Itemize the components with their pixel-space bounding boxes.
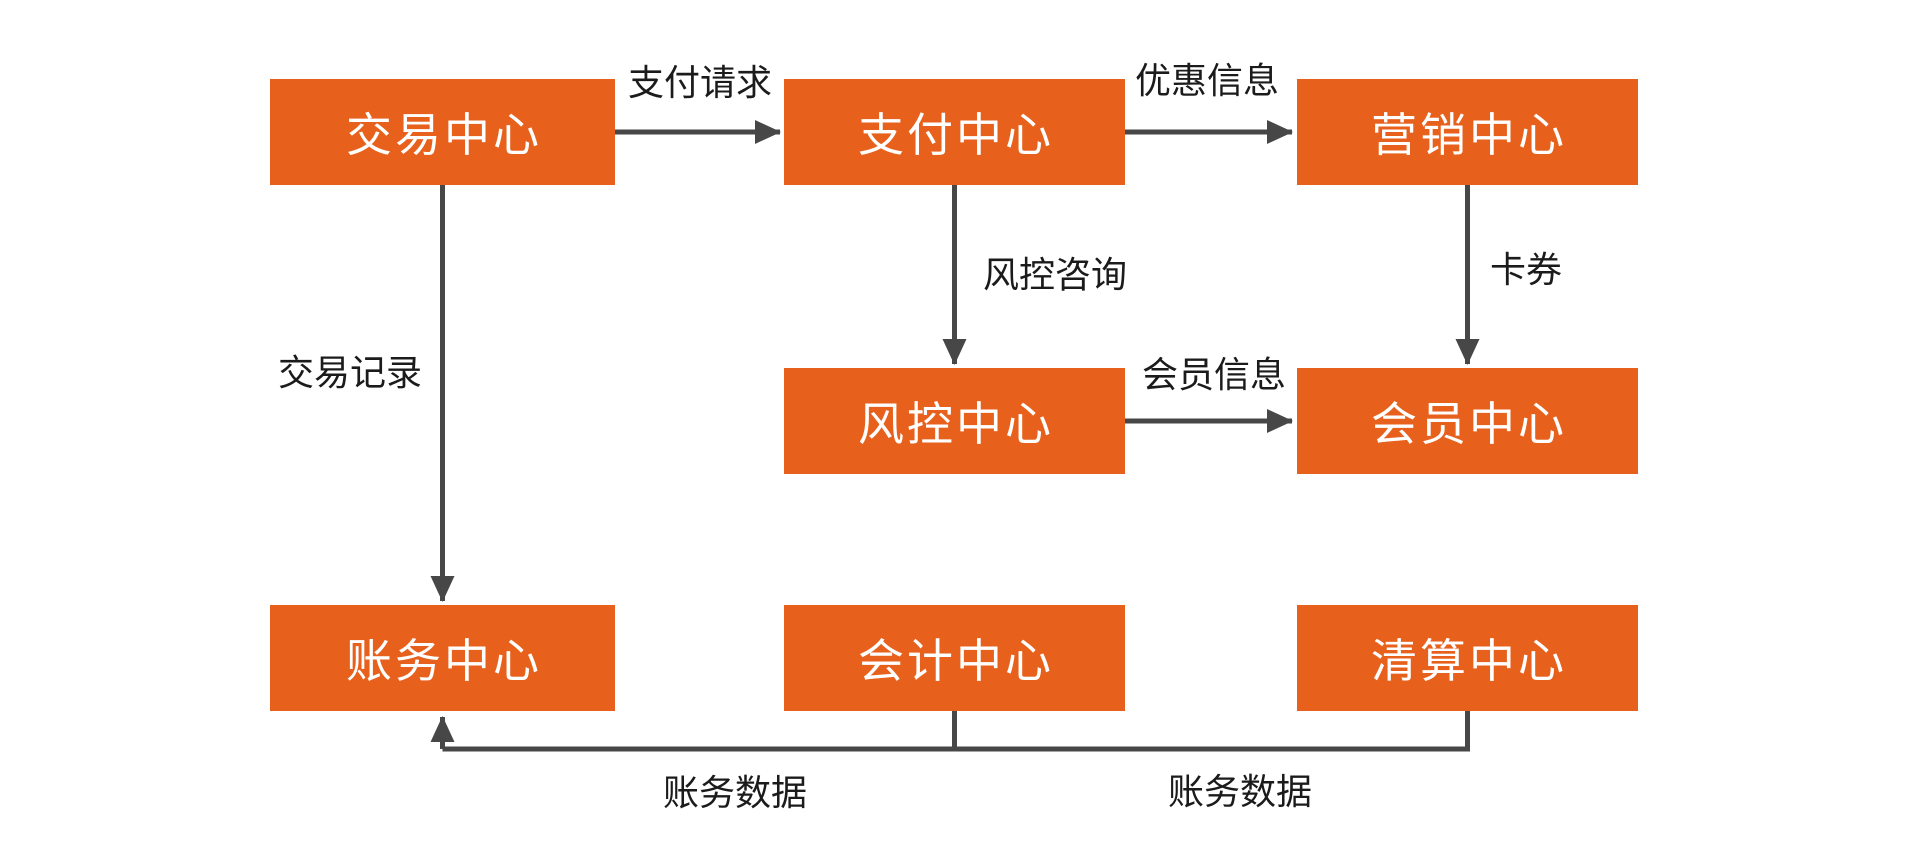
- node-member-center: 会员中心: [1297, 368, 1638, 474]
- node-marketing-center: 营销中心: [1297, 79, 1638, 185]
- node-accounting-center: 会计中心: [784, 605, 1125, 711]
- node-clearing-center: 清算中心: [1297, 605, 1638, 711]
- edge-label-risk-consult: 风控咨询: [982, 254, 1128, 295]
- edge-label-finance-data-right: 账务数据: [1167, 771, 1313, 812]
- edge-label-coupon: 卡券: [1489, 249, 1563, 290]
- edge-label-finance-data-left: 账务数据: [662, 772, 808, 813]
- node-payment-center: 支付中心: [784, 79, 1125, 185]
- edge-label-promo-info: 优惠信息: [1134, 60, 1280, 101]
- edge-label-member-info: 会员信息: [1141, 354, 1287, 395]
- node-finance-center: 账务中心: [270, 605, 615, 711]
- node-trading-center: 交易中心: [270, 79, 615, 185]
- edge-label-transaction-record: 交易记录: [277, 352, 423, 393]
- edge-label-payment-request: 支付请求: [627, 62, 773, 103]
- node-risk-center: 风控中心: [784, 368, 1125, 474]
